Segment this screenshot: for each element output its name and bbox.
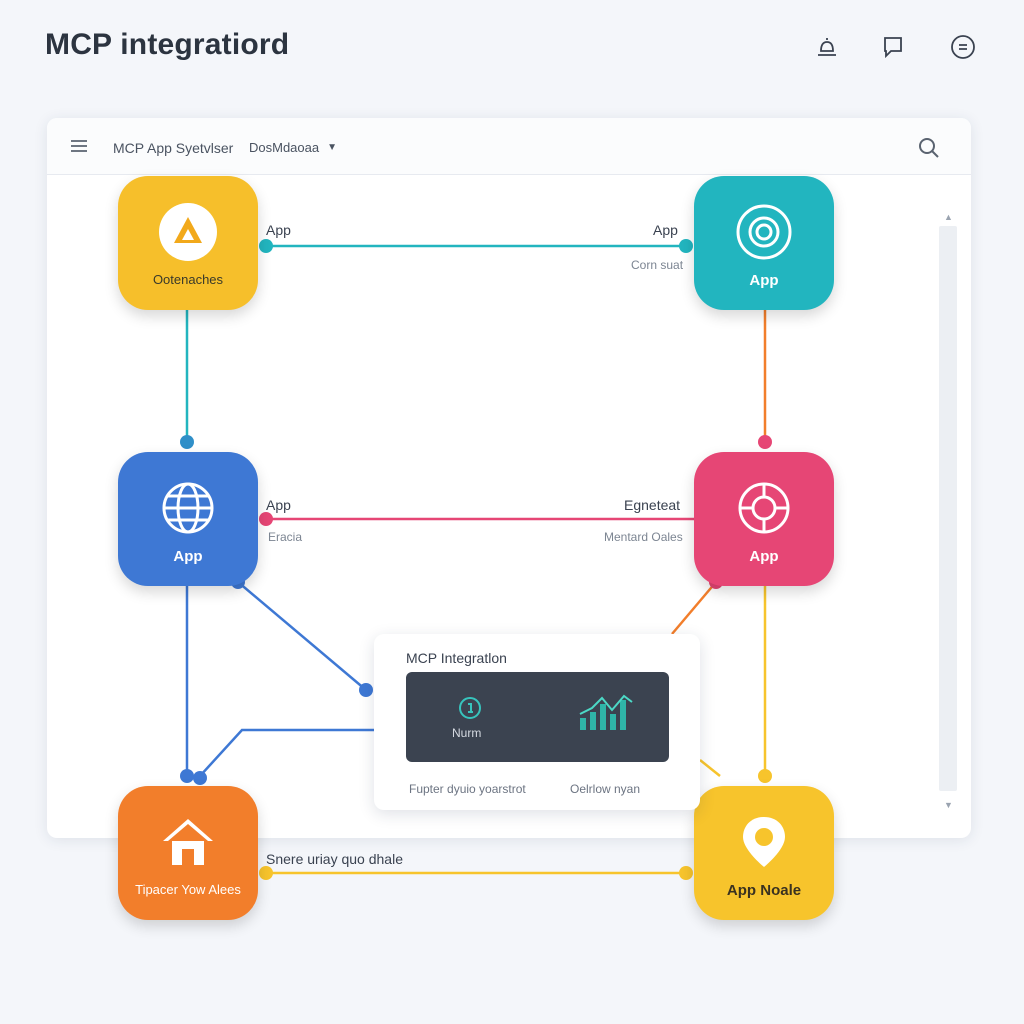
edge-label: App bbox=[266, 222, 291, 238]
port-dot[interactable] bbox=[679, 866, 693, 880]
page-title: MCP integratiord bbox=[45, 28, 290, 61]
edge-sublabel: Mentard Oales bbox=[604, 530, 683, 544]
warning-triangle-icon bbox=[156, 200, 220, 264]
edge-label: App bbox=[266, 497, 291, 513]
edge-sublabel: Eracia bbox=[268, 530, 303, 544]
node-top-right[interactable]: App bbox=[694, 176, 834, 310]
home-icon bbox=[156, 810, 220, 874]
card-footer-right: Oelrlow nyan bbox=[570, 782, 641, 796]
card-preview-panel: Nurm bbox=[406, 672, 669, 762]
card-title: MCP Integratlon bbox=[406, 650, 507, 666]
card-footer-left: Fupter dyuio yoarstrot bbox=[409, 782, 526, 796]
node-label: App Noale bbox=[726, 882, 802, 899]
node-mid-right[interactable]: App bbox=[694, 452, 834, 586]
integration-card[interactable]: MCP Integratlon Nurm Fupter dyuio yoarst… bbox=[374, 634, 700, 810]
edge-sublabel: Corn suat bbox=[631, 258, 684, 272]
globe-icon bbox=[156, 476, 220, 540]
scroll-down-arrow-icon[interactable]: ▼ bbox=[944, 800, 953, 810]
search-icon[interactable] bbox=[917, 136, 941, 160]
node-label: App bbox=[749, 548, 779, 565]
menu-icon[interactable] bbox=[69, 136, 89, 156]
sync-ring-icon bbox=[732, 200, 796, 264]
lifebuoy-icon bbox=[732, 476, 796, 540]
location-pin-icon bbox=[732, 810, 796, 874]
info-circle-icon bbox=[458, 696, 482, 725]
node-mid-left[interactable]: App bbox=[118, 452, 258, 586]
node-bottom-right[interactable]: App Noale bbox=[694, 786, 834, 920]
chat-icon[interactable] bbox=[878, 32, 908, 62]
view-dropdown-value: DosMdaoaa bbox=[249, 140, 320, 155]
card-panel-label: Nurm bbox=[452, 726, 482, 740]
node-bottom-left[interactable]: Tipacer Yow Alees bbox=[118, 786, 258, 920]
toolbar-title: MCP App Syetvlser bbox=[113, 140, 234, 156]
node-label: App bbox=[173, 548, 203, 565]
account-icon[interactable] bbox=[948, 32, 978, 62]
scroll-up-arrow-icon[interactable]: ▲ bbox=[944, 212, 953, 222]
node-label: Tipacer Yow Alees bbox=[135, 882, 241, 897]
scroll-track[interactable] bbox=[939, 226, 957, 791]
notification-bell-icon[interactable] bbox=[812, 32, 842, 62]
edge-label: Egneteat bbox=[624, 497, 681, 513]
chevron-down-icon: ▼ bbox=[327, 142, 338, 153]
node-top-left[interactable]: Ootenaches bbox=[118, 176, 258, 310]
vertical-scrollbar[interactable]: ▲ ▼ bbox=[939, 212, 957, 810]
port-dot[interactable] bbox=[259, 866, 273, 880]
edge-label: App bbox=[653, 222, 678, 238]
bar-chart-icon bbox=[578, 692, 634, 737]
view-dropdown[interactable]: DosMdaoaa ▼ bbox=[249, 140, 337, 155]
window-toolbar: MCP App Syetvlser DosMdaoaa ▼ bbox=[47, 118, 971, 175]
node-label: Ootenaches bbox=[152, 272, 224, 287]
node-label: App bbox=[749, 272, 779, 289]
edge-label: Snere uriay quo dhale bbox=[266, 851, 403, 867]
